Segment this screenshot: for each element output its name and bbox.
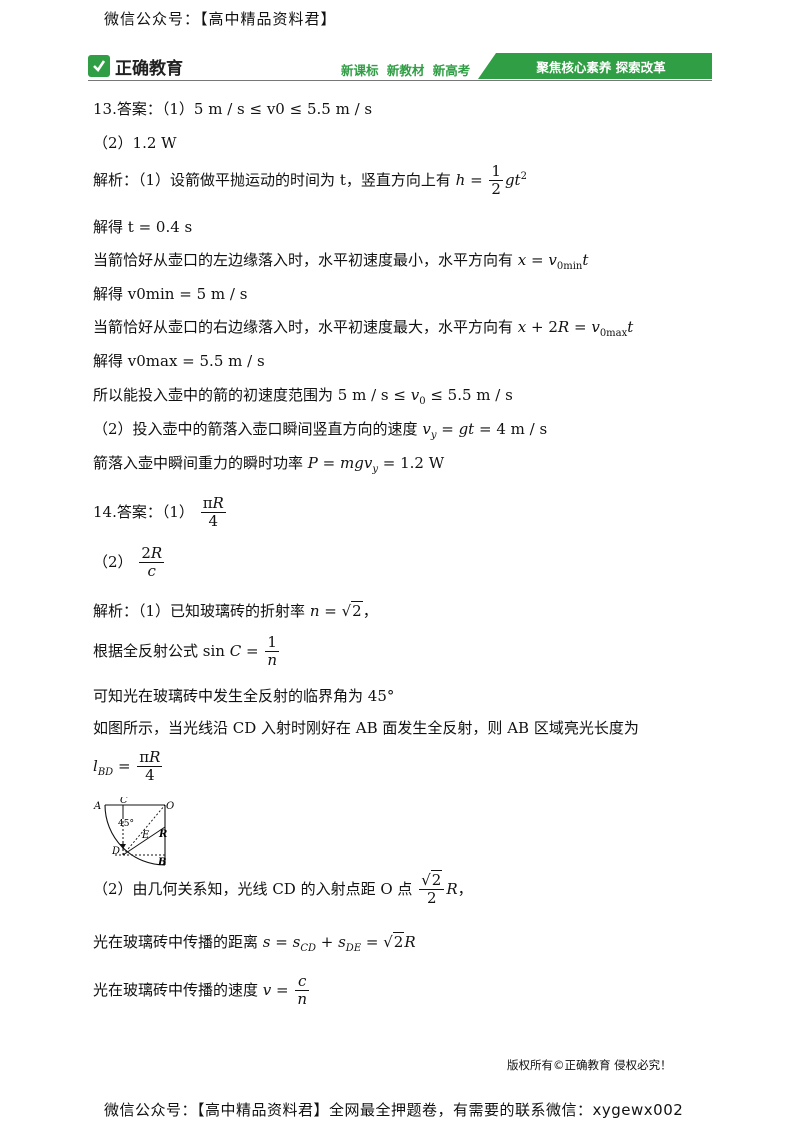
q13-answer-prefix: 13.答案：（1）: [93, 100, 194, 118]
logo-text: 正确教育: [115, 58, 183, 79]
q13-right-edge-text: 当箭恰好从壶口的右边缘落入时，水平初速度最大，水平方向有: [93, 318, 514, 336]
header-divider: [88, 80, 712, 81]
q13-right-edge: 当箭恰好从壶口的右边缘落入时，水平初速度最大，水平方向有 x + 2R = v0…: [93, 318, 634, 339]
q13-part2: （2）投入壶中的箭落入壶口瞬间竖直方向的速度 vy = gt = 4 m / s: [93, 420, 548, 441]
label-O: O: [166, 801, 174, 812]
q14-analysis-1-text: 解析：（1）已知玻璃砖的折射率: [93, 602, 306, 620]
q13-answer2: （2）1.2 W: [93, 134, 177, 152]
page-header: 正确教育 新课标 新教材 新高考 聚焦核心素养 探索改革: [88, 51, 712, 83]
q14-part2-text: （2）由几何关系知，光线 CD 的入射点距 O 点: [93, 879, 413, 898]
q13-range-text: 所以能投入壶中的箭的初速度范围为: [93, 386, 334, 404]
label-A: A: [93, 801, 101, 812]
label-D: D: [111, 846, 120, 857]
label-R: R: [158, 829, 167, 840]
q13-range: 所以能投入壶中的箭的初速度范围为 5 m / s ≤ v0 ≤ 5.5 m / …: [93, 386, 513, 407]
q14-answer2-prefix: （2）: [93, 552, 133, 571]
label-C: C: [120, 797, 128, 806]
q13-answer-line: 13.答案：（1）5 m / s ≤ v0 ≤ 5.5 m / s: [93, 100, 372, 118]
q13-power: 箭落入壶中瞬间重力的瞬时功率 P = mgvy = 1.2 W: [93, 454, 445, 475]
q14-distance-text: 光在玻璃砖中传播的距离: [93, 933, 259, 951]
q14-total-reflection-text: 根据全反射公式: [93, 641, 199, 660]
footer-copyright: 版权所有©正确教育 侵权必究！: [507, 1058, 672, 1072]
q13-left-edge-text: 当箭恰好从壶口的左边缘落入时，水平初速度最小，水平方向有: [93, 251, 514, 269]
checkmark-icon: [88, 55, 110, 77]
q14-speed-text: 光在玻璃砖中传播的速度: [93, 980, 259, 999]
label-angle: 45°: [118, 819, 134, 829]
q13-power-text: 箭落入壶中瞬间重力的瞬时功率: [93, 454, 304, 472]
q13-analysis-1-text: 解析：（1）设箭做平抛运动的时间为 t，竖直方向上有: [93, 170, 451, 189]
label-E: E: [141, 830, 150, 841]
q13-left-edge: 当箭恰好从壶口的左边缘落入时，水平初速度最小，水平方向有 x = v0mint: [93, 251, 589, 272]
q14-analysis-1: 解析：（1）已知玻璃砖的折射率 n = √2，: [93, 601, 378, 620]
q13-answer1: 5 m / s ≤ v0 ≤ 5.5 m / s: [193, 100, 373, 118]
q13-solve-vmax: 解得 v0max = 5.5 m / s: [93, 352, 265, 370]
header-tags: 新课标 新教材 新高考: [341, 63, 471, 78]
q14-critical-angle: 可知光在玻璃砖中发生全反射的临界角为 45°: [93, 687, 395, 705]
header-slogan: 聚焦核心素养 探索改革: [478, 53, 712, 79]
bottom-wechat-note: 微信公众号：【高中精品资料君】全网最全押题卷，有需要的联系微信：xygewx00…: [104, 1101, 684, 1119]
q14-distance: 光在玻璃砖中传播的距离 s = sCD + sDE = √2R: [93, 932, 416, 954]
glass-brick-diagram: A C O E R 45° D B: [93, 797, 174, 867]
logo: 正确教育: [88, 51, 183, 81]
q13-solve-vmin: 解得 v0min = 5 m / s: [93, 285, 248, 303]
label-B: B: [157, 857, 166, 867]
q13-part2-text: （2）投入壶中的箭落入壶口瞬间竖直方向的速度: [93, 420, 418, 438]
q14-figure-text: 如图所示，当光线沿 CD 入射时刚好在 AB 面发生全反射，则 AB 区域亮光长…: [93, 719, 639, 737]
top-wechat-note: 微信公众号：【高中精品资料君】: [104, 10, 337, 28]
q14-answer-prefix: 14.答案：（1）: [93, 502, 194, 521]
q13-solve-t: 解得 t = 0.4 s: [93, 218, 193, 236]
